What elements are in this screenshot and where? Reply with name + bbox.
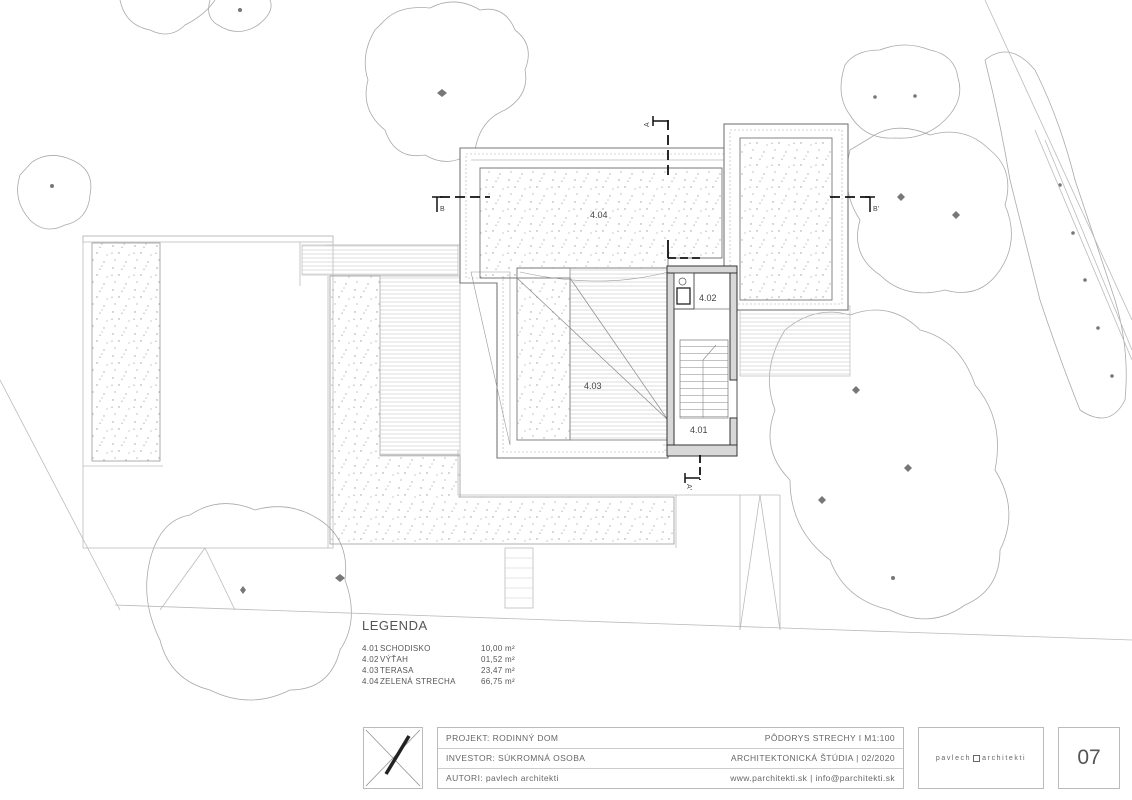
legend-title: LEGENDA <box>362 618 428 633</box>
legend-row: 4.02 VÝŤAH 01,52 m² <box>362 654 562 665</box>
north-arrow-box <box>363 727 423 789</box>
deck-lower-left <box>301 244 459 276</box>
room-label-402: 4.02 <box>699 293 717 303</box>
tree-canopy <box>119 0 216 35</box>
legend-name: SCHODISKO <box>380 644 431 653</box>
logo-text-right: architekti <box>982 754 1027 762</box>
north-arrow-icon <box>365 729 421 787</box>
legend-code: 4.03 <box>362 666 379 675</box>
legend-name: VÝŤAH <box>380 655 409 664</box>
tree-canopy <box>769 309 1010 620</box>
legend-row: 4.03 TERASA 23,47 m² <box>362 665 562 676</box>
sheet-number: 07 <box>1058 727 1120 789</box>
legend-code: 4.02 <box>362 655 379 664</box>
room-label-401: 4.01 <box>690 425 708 435</box>
investor: INVESTOR: SÚKROMNÁ OSOBA <box>446 753 586 763</box>
green-roof-right <box>739 137 833 301</box>
drawing-name: PÔDORYS STRECHY I M1:100 <box>764 733 895 743</box>
section-markers <box>432 116 875 483</box>
legend: LEGENDA 4.01 SCHODISKO 10,00 m² 4.02 VÝŤ… <box>362 618 562 687</box>
tree-trunks <box>50 8 1114 594</box>
room-label-404: 4.04 <box>590 210 608 220</box>
section-label-b-right: B' <box>873 206 879 213</box>
title-block: PROJEKT: RODINNÝ DOM PÔDORYS STRECHY I M… <box>437 727 904 789</box>
legend-name: ZELENÁ STRECHA <box>380 677 456 686</box>
section-label-a-top: A <box>644 122 651 127</box>
title-block-row-project: PROJEKT: RODINNÝ DOM PÔDORYS STRECHY I M… <box>438 728 903 749</box>
contact: www.parchitekti.sk | info@parchitekti.sk <box>730 773 895 783</box>
tree-canopy <box>846 127 1012 294</box>
tree-canopy <box>146 503 352 701</box>
stairs <box>679 339 729 419</box>
legend-area: 23,47 m² <box>481 666 515 675</box>
legend-code: 4.01 <box>362 644 379 653</box>
logo-square-icon <box>973 754 981 762</box>
title-block-row-authors: AUTORI: pavlech architekti www.parchitek… <box>438 768 903 788</box>
tree-canopy <box>840 44 961 139</box>
tree-canopy <box>984 51 1127 419</box>
legend-area: 10,00 m² <box>481 644 515 653</box>
tree-canopy <box>208 0 272 32</box>
legend-area: 01,52 m² <box>481 655 515 664</box>
project-name: PROJEKT: RODINNÝ DOM <box>446 733 559 743</box>
trees <box>17 0 1127 701</box>
phase-date: ARCHITEKTONICKÁ ŠTÚDIA | 02/2020 <box>730 753 895 763</box>
deck-lower-right <box>739 305 851 377</box>
room-label-403: 4.03 <box>584 381 602 391</box>
section-label-a-bottom: A' <box>685 484 692 490</box>
title-block-row-investor: INVESTOR: SÚKROMNÁ OSOBA ARCHITEKTONICKÁ… <box>438 748 903 769</box>
legend-code: 4.04 <box>362 677 379 686</box>
logo-text-left: pavlech <box>935 754 972 762</box>
legend-row: 4.04 ZELENÁ STRECHA 66,75 m² <box>362 676 562 687</box>
legend-name: TERASA <box>380 666 414 675</box>
green-roof-strip-left <box>91 242 161 462</box>
site-steps <box>505 557 533 599</box>
stair-core <box>666 265 738 457</box>
tree-canopy <box>17 155 92 230</box>
section-label-b-left: B <box>440 206 445 213</box>
legend-row: 4.01 SCHODISKO 10,00 m² <box>362 643 562 654</box>
legend-area: 66,75 m² <box>481 677 515 686</box>
site-lines <box>0 0 1132 641</box>
studio-logo: pavlech architekti <box>918 727 1044 789</box>
deck-lower-mid <box>379 275 461 457</box>
authors: AUTORI: pavlech architekti <box>446 773 559 783</box>
tree-canopy <box>364 1 529 162</box>
section-lines <box>440 120 870 480</box>
